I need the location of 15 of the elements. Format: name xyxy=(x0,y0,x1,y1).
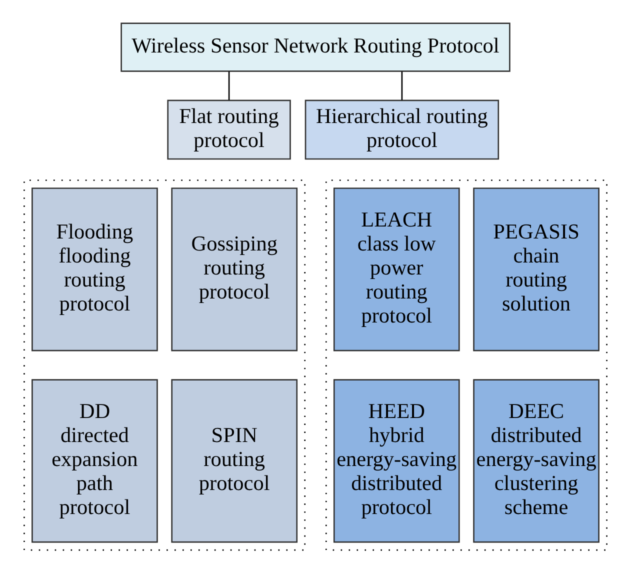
node-box: Hierarchical routing protocol xyxy=(304,99,500,160)
node-box: Gossiping routing protocol xyxy=(171,187,298,351)
node-box: DD directed expansion path protocol xyxy=(32,378,158,542)
node-box: Wireless Sensor Network Routing Protocol xyxy=(120,22,510,72)
node-box: Flat routing protocol xyxy=(167,99,291,160)
node-box: PEGASIS chain routing solution xyxy=(473,187,600,351)
node-box: HEED hybrid energy-saving distributed protocol xyxy=(333,378,460,542)
cluster xyxy=(325,179,608,550)
node-box: LEACH class low power routing protocol xyxy=(333,187,460,351)
node-box: Flooding flooding routing protocol xyxy=(32,187,158,351)
connector xyxy=(401,71,403,100)
connector xyxy=(228,71,230,100)
cluster xyxy=(24,179,306,550)
node-box: SPIN routing protocol xyxy=(171,378,298,542)
node-box: DEEC distributed energy-saving clustering scheme xyxy=(473,378,600,542)
